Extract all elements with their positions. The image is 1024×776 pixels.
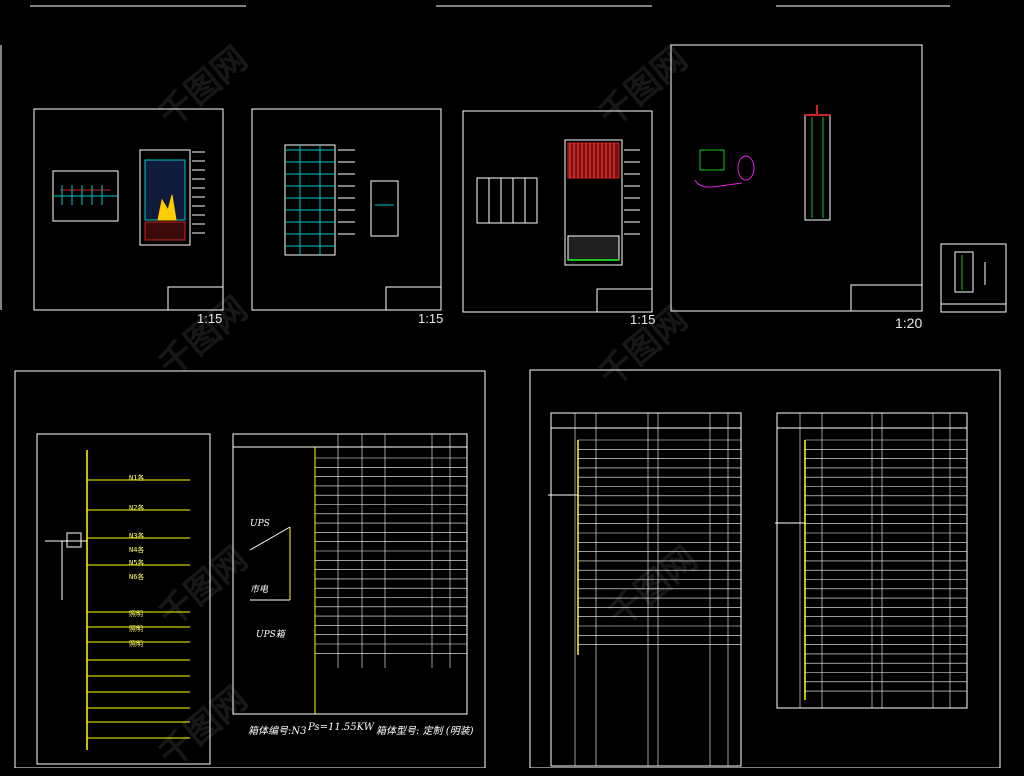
junction-box <box>699 149 725 171</box>
cabinet-section <box>564 139 623 266</box>
cad-rect <box>144 221 186 241</box>
scale-label-2: 1:15 <box>418 311 444 326</box>
ups-box-label: UPS箱 <box>256 630 285 640</box>
schedule-frame <box>550 412 742 767</box>
sheet-frame-7 <box>529 369 1001 768</box>
sheet-frame-2 <box>251 108 442 311</box>
single-line-frame <box>36 433 211 765</box>
feeder-label: 照明 <box>129 640 143 648</box>
feeder-label: N6各 <box>129 573 145 581</box>
cabinet-elevation <box>139 149 191 246</box>
section-detail <box>370 180 399 237</box>
sheet-frame-4 <box>670 44 923 312</box>
cable-route <box>694 179 743 188</box>
feeder-label: 照明 <box>129 625 143 633</box>
feeder-label: N3各 <box>129 532 145 540</box>
sheet-frame-5 <box>940 243 1007 313</box>
feeder-label: N5各 <box>129 559 145 567</box>
cabinet-model-label: 箱体型号: 定制 (明装) <box>376 726 474 737</box>
scale-label-1: 1:15 <box>197 311 223 326</box>
cad-line <box>249 526 291 551</box>
schedule-frame <box>232 433 468 715</box>
feeder-label: N4各 <box>129 546 145 554</box>
column-section <box>804 114 831 221</box>
cable-loop <box>737 155 755 181</box>
scale-label-3: 1:15 <box>630 312 656 327</box>
scale-label-4: 1:20 <box>895 315 923 331</box>
sheet-frame-6 <box>14 370 486 768</box>
mini-detail <box>954 251 974 293</box>
mains-label: 市电 <box>250 585 269 595</box>
cabinet-number-label: 箱体编号:N3 <box>248 726 307 737</box>
plan-detail <box>476 177 538 224</box>
rack-elevation <box>284 144 336 256</box>
breaker-symbol <box>66 532 82 548</box>
cad-rect <box>567 235 620 261</box>
feeder-label: N1各 <box>129 474 145 482</box>
sheet-frame-3 <box>462 110 653 313</box>
sheet-frame-1 <box>33 108 224 311</box>
feeder-label: 照明 <box>129 610 143 618</box>
cabinet-power-label: Ps=11.55KW <box>308 722 374 733</box>
equipment-shape <box>157 194 177 221</box>
feeder-label: N2各 <box>129 504 145 512</box>
ups-label: UPS <box>250 519 270 529</box>
